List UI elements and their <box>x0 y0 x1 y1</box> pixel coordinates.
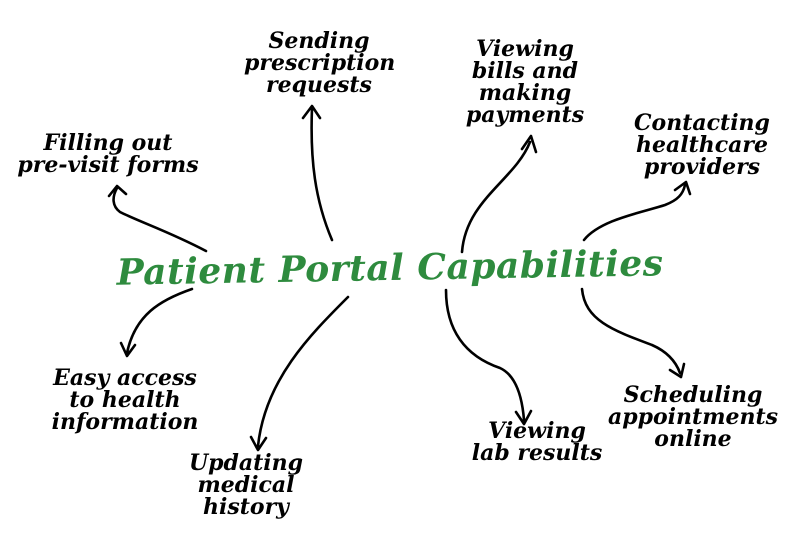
node-line: requests <box>266 72 372 98</box>
node-line: Scheduling <box>623 382 763 408</box>
node-easy-access: Easy access to health information <box>42 367 208 433</box>
node-line: pre-visit forms <box>17 152 199 178</box>
arrow-sending-prescription <box>301 104 334 242</box>
node-line: prescription <box>244 50 396 76</box>
arrow-contacting-providers <box>582 180 692 242</box>
node-line: making <box>478 80 572 106</box>
node-contacting-providers: Contacting healthcare providers <box>622 112 782 178</box>
node-line: online <box>654 426 732 452</box>
node-line: lab results <box>471 440 603 466</box>
node-viewing-lab: Viewing lab results <box>462 420 612 464</box>
arrow-viewing-bills <box>460 134 538 254</box>
node-line: Viewing <box>488 418 586 444</box>
node-viewing-bills: Viewing bills and making payments <box>450 38 600 126</box>
node-sending-prescription: Sending prescription requests <box>244 28 396 98</box>
node-line: Updating <box>188 450 304 476</box>
node-line: Filling out <box>43 130 173 156</box>
node-line: Sending <box>268 28 370 54</box>
node-line: Contacting <box>634 110 770 136</box>
node-line: providers <box>643 154 761 180</box>
node-line: history <box>203 494 289 520</box>
node-line: information <box>51 409 199 435</box>
node-line: to health <box>69 387 181 413</box>
node-line: Viewing <box>476 36 574 62</box>
node-updating-history: Updating medical history <box>176 452 316 518</box>
arrow-updating-history <box>249 295 350 452</box>
node-line: medical <box>197 472 295 498</box>
arrow-filling-forms <box>107 184 208 253</box>
node-line: payments <box>465 102 585 128</box>
node-line: Easy access <box>53 365 197 391</box>
node-line: appointments <box>607 404 779 430</box>
node-line: healthcare <box>636 132 768 158</box>
arrow-viewing-lab <box>444 288 533 426</box>
arrow-scheduling <box>580 287 686 379</box>
node-line: bills and <box>471 58 579 84</box>
diagram-title: Patient Portal Capabilities <box>116 242 664 294</box>
node-scheduling: Scheduling appointments online <box>600 384 786 450</box>
node-filling-forms: Filling out pre-visit forms <box>10 132 206 176</box>
arrow-easy-access <box>119 287 194 358</box>
